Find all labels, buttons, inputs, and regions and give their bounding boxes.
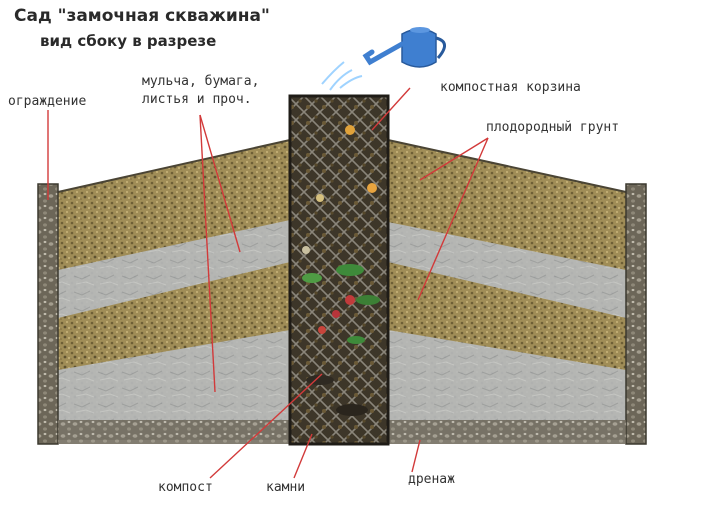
- diagram-title: Сад "замочная скважина": [14, 6, 270, 26]
- compost-contents: [302, 125, 380, 416]
- label-fence: ограждение: [8, 94, 87, 109]
- diagram-subtitle: вид сбоку в разрезе: [40, 32, 217, 50]
- fence-left: [37, 183, 59, 445]
- water-spray: [321, 61, 363, 91]
- mulch-layer-lower-left: [58, 330, 290, 440]
- label-compost: компост: [158, 480, 213, 495]
- watering-can-icon: [362, 27, 446, 68]
- leader-lines: [47, 87, 489, 479]
- label-drainage: дренаж: [408, 472, 455, 487]
- mulch-layer-upper-right: [388, 222, 626, 318]
- label-fertile-soil: плодородный грунт: [486, 120, 620, 135]
- label-mulch-line1: мульча, бумага,: [142, 74, 260, 89]
- label-mulch-line2: листья и проч.: [142, 92, 252, 107]
- fence-right: [625, 183, 647, 445]
- label-stones: камни: [266, 480, 306, 495]
- label-compost-basket: компостная корзина: [440, 80, 581, 95]
- mulch-layer-lower-right: [388, 330, 626, 440]
- mulch-layer-upper-left: [58, 220, 290, 318]
